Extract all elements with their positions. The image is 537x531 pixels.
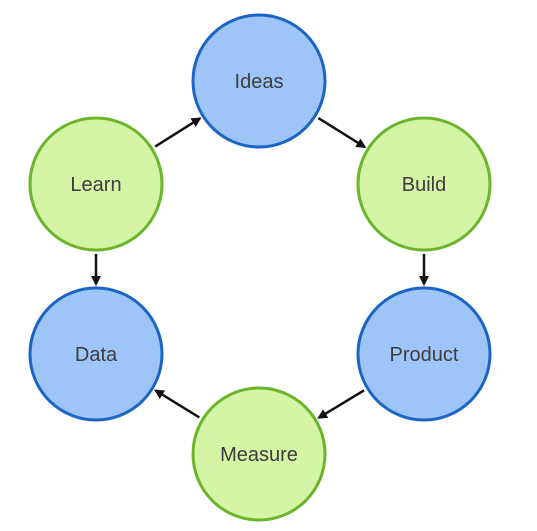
node-build-circle bbox=[356, 116, 492, 252]
node-data[interactable]: Data bbox=[28, 286, 164, 422]
node-measure-circle bbox=[191, 386, 327, 522]
node-ideas-label: Ideas bbox=[235, 71, 284, 93]
node-build[interactable]: Build bbox=[356, 116, 492, 252]
node-product[interactable]: Product bbox=[356, 286, 492, 422]
edges bbox=[91, 117, 429, 419]
node-data-label: Data bbox=[75, 344, 118, 366]
edge-measure-to-data bbox=[153, 389, 200, 419]
node-ideas[interactable]: Ideas bbox=[191, 13, 327, 149]
edge-learn-to-ideas bbox=[154, 117, 202, 148]
edge-product-to-measure bbox=[317, 389, 365, 419]
node-measure[interactable]: Measure bbox=[191, 386, 327, 522]
node-learn[interactable]: Learn bbox=[28, 116, 164, 252]
node-ideas-circle bbox=[191, 13, 327, 149]
node-learn-label: Learn bbox=[70, 174, 121, 196]
node-data-circle bbox=[28, 286, 164, 422]
node-learn-circle bbox=[28, 116, 164, 252]
node-product-circle bbox=[356, 286, 492, 422]
node-build-label: Build bbox=[402, 174, 446, 196]
edge-ideas-to-build bbox=[317, 117, 367, 148]
node-product-label: Product bbox=[390, 344, 459, 366]
node-measure-label: Measure bbox=[220, 444, 298, 466]
